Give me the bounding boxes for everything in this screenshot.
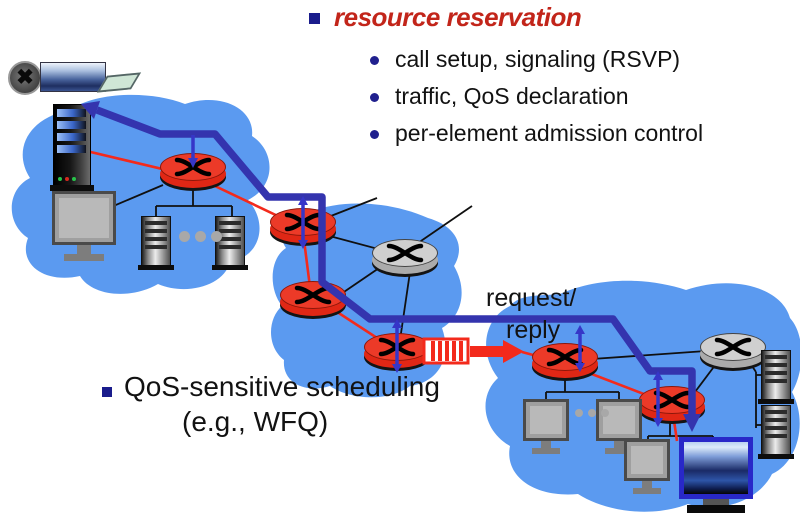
packet-queue-icon [422, 337, 524, 365]
reservation-item-text: per-element admission control [395, 120, 704, 146]
reservation-items: call setup, signaling (RSVP) traffic, Qo… [370, 46, 703, 157]
per-element-signal-arrows [188, 135, 663, 427]
server-rack-icon [758, 350, 794, 404]
workstation-monitor-icon [52, 191, 116, 261]
list-item: traffic, QoS declaration [370, 83, 703, 110]
video-display-icon [679, 437, 753, 513]
gray-router-icon [372, 239, 438, 279]
workstation-monitor-icon [523, 399, 569, 454]
server-rack-icon [138, 216, 174, 270]
filmstrip-icon [40, 62, 106, 92]
path-arrowhead-down [683, 414, 701, 432]
video-server-icon [50, 104, 94, 191]
request-reply-label: request/ [486, 284, 577, 312]
ellipsis-hosts-icon [575, 409, 609, 417]
round-bullet-icon [370, 93, 379, 102]
red-router-icon [532, 343, 598, 383]
square-bullet-icon [309, 13, 320, 24]
scheduling-label: QoS-sensitive scheduling [124, 371, 440, 402]
request-reply-label: reply [506, 316, 561, 344]
list-item: per-element admission control [370, 120, 703, 147]
server-rack-icon [212, 216, 248, 270]
reservation-path-blue [81, 101, 701, 432]
transmission-arrow-icon [470, 346, 503, 357]
ellipsis-hosts-icon [179, 231, 222, 242]
round-bullet-icon [370, 130, 379, 139]
list-item: call setup, signaling (RSVP) [370, 46, 703, 73]
server-rack-icon [758, 405, 794, 459]
square-bullet-icon [102, 387, 112, 397]
reservation-title: resource reservation [334, 2, 582, 32]
scheduling-label: (e.g., WFQ) [182, 406, 329, 437]
workstation-monitor-icon [624, 439, 670, 494]
path-arrowhead-upleft [81, 101, 100, 119]
round-bullet-icon [370, 56, 379, 65]
workstation-monitor-icon [596, 399, 642, 454]
reservation-item-text: traffic, QoS declaration [395, 83, 629, 109]
reservation-item-text: call setup, signaling (RSVP) [395, 46, 681, 72]
gray-router-icon [700, 333, 766, 373]
